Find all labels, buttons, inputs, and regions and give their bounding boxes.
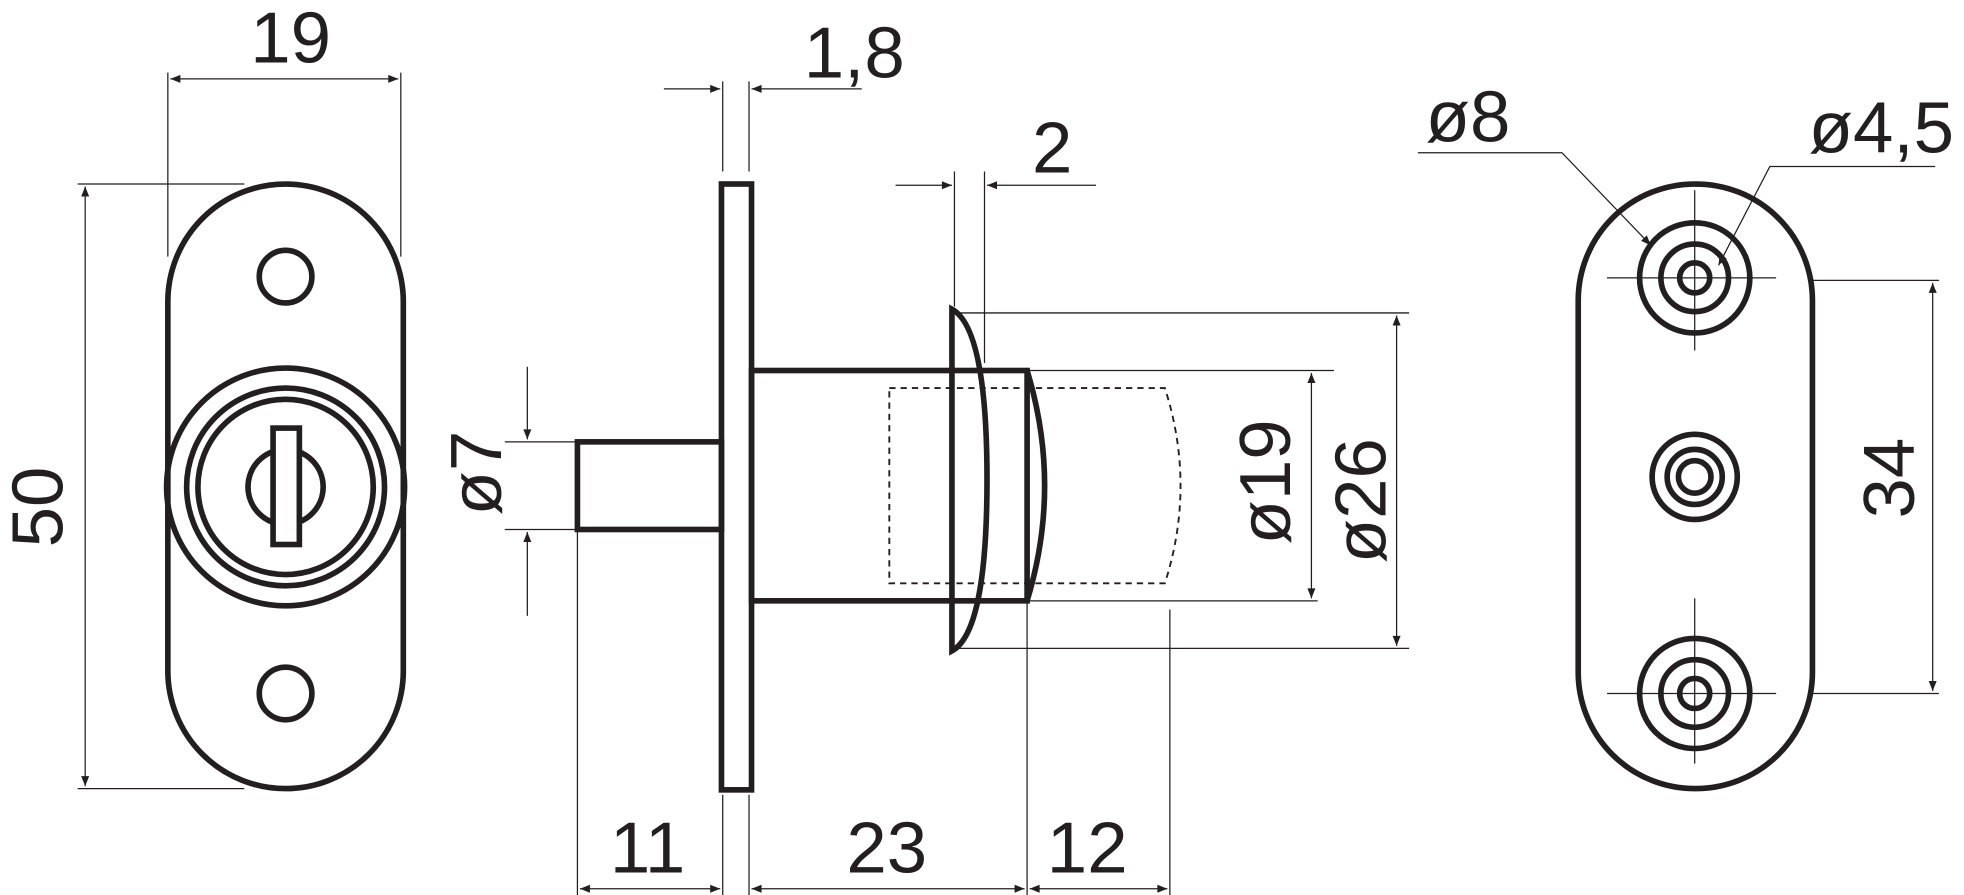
bolt-head-curve [1024, 369, 1048, 602]
front-view: 19 50 [0, 0, 408, 792]
lock-body [748, 367, 1030, 604]
keyway-slot [270, 425, 303, 548]
hole-diameter-label: ø4,5 [1809, 88, 1954, 169]
back-view: 34 ø8 ø4,5 [1417, 76, 1954, 792]
hole-spacing-label: 34 [1849, 438, 1930, 519]
collar [949, 304, 990, 656]
center-hole [1649, 431, 1741, 523]
back-plate-outline [1575, 181, 1816, 792]
height-dimension-label: 50 [0, 467, 79, 548]
collar-diameter-label: ø26 [1320, 438, 1401, 563]
body-diameter-label: ø19 [1225, 419, 1306, 544]
flange [718, 181, 755, 793]
shaft-diameter-label: ø7 [436, 431, 517, 516]
counterbored-hole-bottom [1607, 598, 1777, 764]
mounting-hole-top [256, 247, 315, 306]
bolt-extended-position [888, 387, 1182, 585]
cylinder-ring-inner [195, 396, 377, 578]
travel-length-label: 12 [1047, 807, 1128, 888]
shaft-length-label: 11 [610, 807, 685, 888]
cylinder-ring-middle [183, 385, 388, 589]
counterbored-hole-top [1607, 190, 1777, 351]
width-dimension-label: 19 [250, 0, 331, 79]
shaft [574, 439, 725, 533]
side-view: 1,8 2 ø7 ø19 ø26 11 23 12 [436, 13, 1410, 895]
cylinder-ring-outer [163, 365, 408, 609]
body-length-label: 23 [846, 807, 927, 888]
counterbore-diameter-label: ø8 [1426, 76, 1511, 157]
flange-thickness-label: 1,8 [804, 13, 905, 94]
collar-thickness-label: 2 [1032, 108, 1072, 189]
mounting-hole-bottom [256, 664, 315, 723]
